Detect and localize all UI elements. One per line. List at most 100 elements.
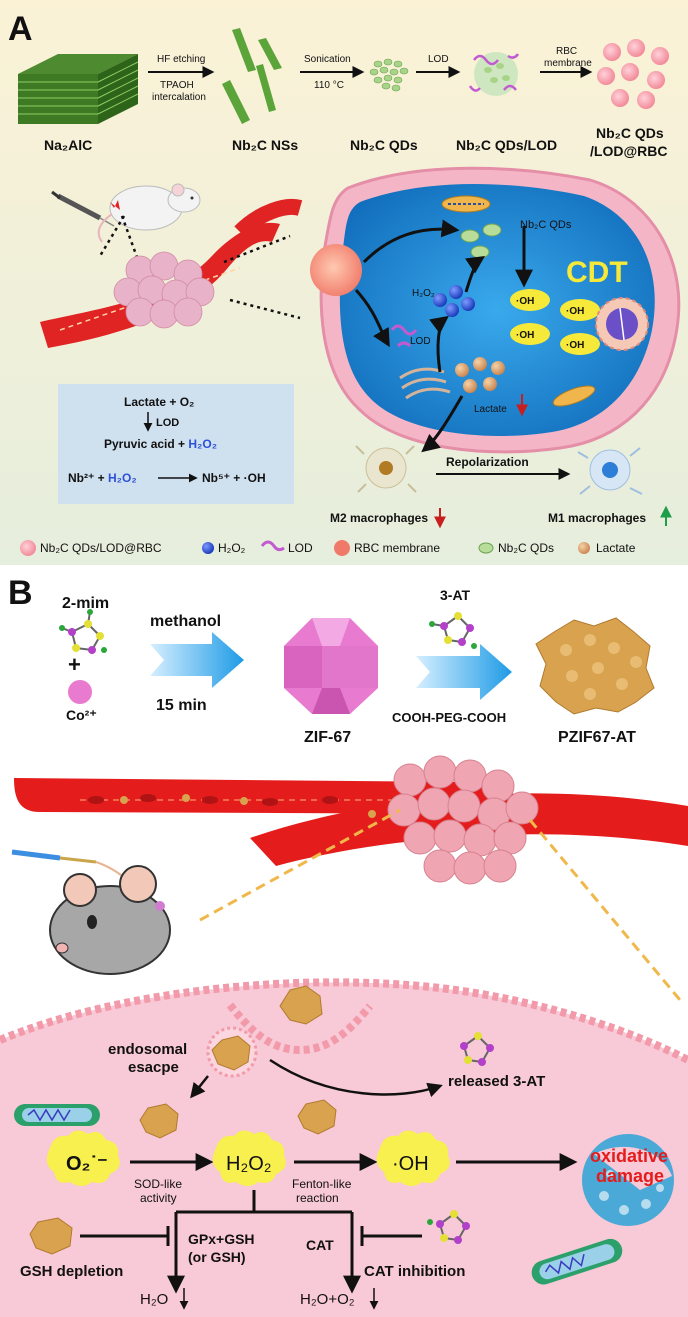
product-nb2c-qds-lod: Nb₂C QDs/LOD [456, 137, 557, 153]
aminotriazole-molecule-icon-released [460, 1032, 494, 1066]
nb2c-nanosheets-icon [222, 28, 282, 124]
step-hf-etching: HF etching [157, 54, 205, 65]
cell-label-lod: LOD [410, 336, 431, 347]
plus-sign: + [68, 652, 81, 677]
legend-item-4: RBC membrane [354, 541, 440, 555]
label-zif-67: ZIF-67 [304, 729, 351, 746]
legend-a: Nb₂C QDs/LOD@RBC H₂O₂ LOD RBC membrane N… [20, 540, 636, 556]
label-h2o: H₂O [140, 1291, 168, 1308]
step-tpaoh-2: intercalation [152, 92, 206, 103]
legend-icon-rbc-membrane [334, 540, 350, 556]
mitochondria-icon-b2 [531, 1238, 623, 1285]
imidazole-molecule-icon [59, 609, 107, 654]
nb2c-qds-lod-icon [468, 52, 520, 96]
label-esacpe: esacpe [128, 1059, 179, 1076]
legend-icon-lactate [578, 542, 590, 554]
panel-a-label: A [8, 10, 33, 48]
step-temperature: 110 °C [314, 80, 344, 91]
label-gsh-depletion: GSH depletion [20, 1263, 123, 1280]
step-lod: LOD [428, 54, 449, 65]
label-co2: Co²⁺ [66, 707, 97, 723]
hydroxyl-cloud [376, 1130, 450, 1186]
label-h2o-o2: H₂O+O₂ [300, 1291, 355, 1308]
label-damage: damage [596, 1166, 664, 1186]
legend-icon-nb2c-qds [478, 542, 494, 554]
cell-b-membrane [0, 978, 688, 1064]
label-o2-radical: O₂˙⁻ [66, 1153, 108, 1175]
m1-macrophage-icon [577, 447, 643, 495]
step-membrane: membrane [544, 58, 592, 69]
label-reaction: reaction [296, 1191, 339, 1205]
cdt-label: CDT [566, 256, 628, 289]
nb2c-qds-lod-rbc-icon [597, 39, 669, 109]
damaged-cell-icon [582, 1134, 674, 1226]
tumor-cluster-b [387, 755, 539, 885]
na2alc-stack-icon [18, 54, 139, 124]
mitochondria-icon-a1 [441, 195, 491, 213]
label-released-3-at: released 3-AT [448, 1073, 545, 1090]
m2-label: M2 macrophages [330, 511, 428, 525]
nucleus-icon [595, 297, 649, 351]
product-nb2c-qds-final-1: Nb₂C QDs [596, 125, 664, 141]
legend-icon-lod [260, 540, 285, 552]
endocytosis-pit [226, 1002, 374, 1055]
peg-arrow [416, 644, 512, 700]
step-sonication: Sonication [304, 54, 351, 65]
superoxide-cloud [46, 1130, 120, 1186]
endosome-particle-icon [206, 1026, 258, 1078]
cell-label-h2o2: H₂O₂ [412, 288, 435, 299]
reaction-line-4b: Nb⁵⁺ + ·OH [202, 471, 266, 485]
lod-squiggle-icon [390, 324, 418, 348]
label-3-at: 3-AT [440, 587, 471, 603]
tumor-cell-a [319, 166, 681, 454]
legend-icon-h2o2 [202, 542, 214, 554]
reaction-line-4a: Nb²⁺ + H₂O₂ [68, 471, 137, 485]
blood-vessel-a [40, 199, 303, 348]
syringe-icon [51, 190, 115, 227]
reaction-line-1: Lactate + O₂ [124, 395, 194, 409]
aminotriazole-molecule-icon-inhibitor [427, 1210, 470, 1244]
product-nb2c-qds-final-2: /LOD@RBC [590, 143, 667, 159]
oh-label-2: ·OH [566, 306, 584, 317]
cell-label-lactate: Lactate [474, 404, 507, 415]
label-endosomal: endosomal [108, 1041, 187, 1058]
reaction-box [58, 384, 294, 504]
label-or-gsh: (or GSH) [188, 1249, 246, 1265]
legend-item-3: LOD [288, 541, 313, 555]
catalyst-particle-icon-1 [139, 1103, 179, 1139]
h2o2-balls-icon [433, 285, 475, 317]
tumor-cluster-a [113, 251, 215, 329]
nb2c-qds-inside-icon [460, 223, 502, 259]
reaction-line-2: LOD [156, 417, 179, 429]
label-2-mim: 2-mim [62, 595, 109, 612]
label-methanol: methanol [150, 613, 221, 630]
legend-item-1: Nb₂C QDs/LOD@RBC [40, 541, 162, 555]
pzif67-at-particle-icon [535, 617, 655, 715]
label-pzif67-at: PZIF67-AT [558, 729, 636, 746]
gsh-depletion-particle-icon [29, 1217, 73, 1255]
label-fenton-like: Fenton-like [292, 1177, 352, 1191]
legend-item-6: Lactate [596, 541, 636, 555]
step-rbc: RBC [556, 46, 577, 57]
label-activity: activity [140, 1191, 177, 1205]
cell-flow-arrows [354, 219, 533, 453]
label-15-min: 15 min [156, 697, 207, 714]
label-cat: CAT [306, 1237, 334, 1253]
methanol-arrow [150, 632, 244, 688]
mouse-icon [97, 183, 201, 243]
lactate-balls-icon [455, 357, 505, 393]
label-gpx-gsh: GPx+GSH [188, 1231, 255, 1247]
mitochondria-icon-b1 [14, 1104, 100, 1126]
cobalt-ion-icon [68, 680, 92, 704]
cell-zoom-lines [223, 234, 301, 320]
panel-b-label: B [8, 574, 33, 612]
mitochondria-icon-a2 [552, 385, 596, 407]
cell-b-interior [0, 982, 688, 1317]
legend-item-2: H₂O₂ [218, 541, 246, 555]
aminotriazole-molecule-icon-top [429, 612, 477, 649]
h2o2-cloud [212, 1130, 286, 1186]
release-arrow [269, 1058, 443, 1098]
repolarization-label: Repolarization [446, 455, 529, 469]
escape-arrow [190, 1075, 209, 1099]
